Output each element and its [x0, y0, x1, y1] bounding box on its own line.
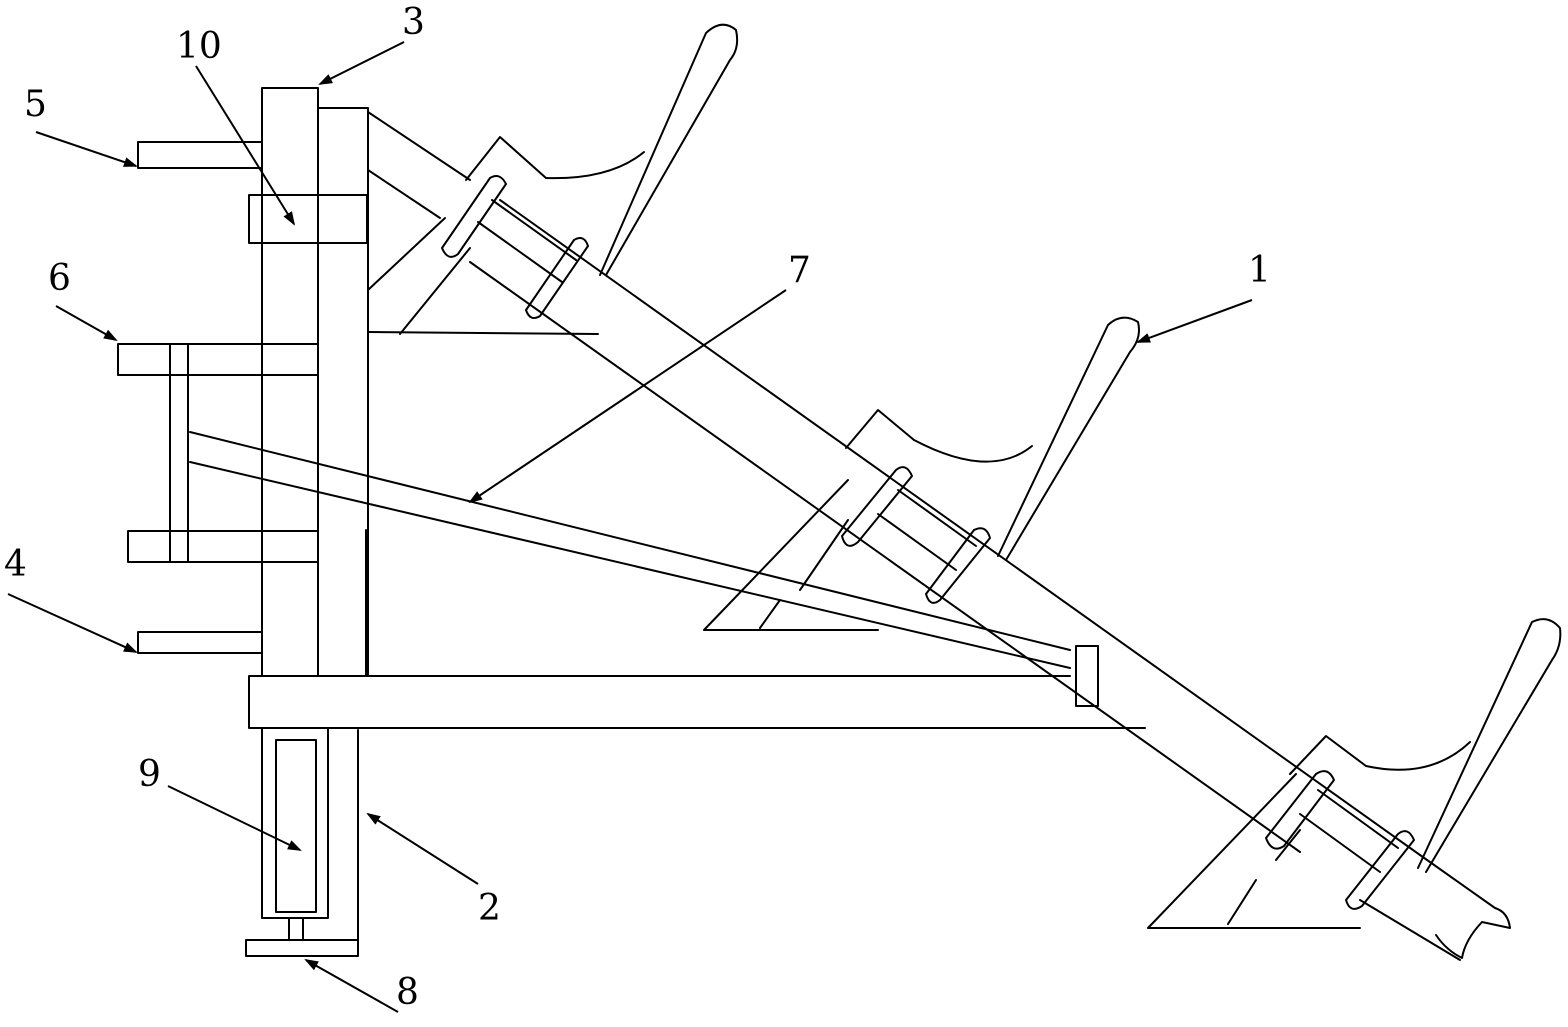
leader-4 [8, 594, 136, 652]
cylinder-body [262, 728, 328, 918]
shovel-bot-curve [1366, 742, 1470, 770]
callout-label-7: 7 [788, 250, 811, 291]
gang-bar-end-lower [1360, 900, 1460, 960]
leader-3 [320, 42, 404, 84]
callout-label-8: 8 [396, 972, 419, 1013]
shovel-mid-curve [914, 440, 1032, 462]
column-right-bar [318, 108, 368, 676]
callout-label-1: 1 [1248, 250, 1271, 291]
shovel-top-mount [466, 137, 546, 180]
shovel-top-blade [600, 25, 737, 275]
shovel-mid-base [704, 480, 878, 630]
plate-bottom [138, 632, 262, 653]
strut-end-block [1076, 646, 1098, 706]
shovel-bot-collar [1266, 771, 1414, 909]
shovel-bot-mount [1290, 736, 1366, 774]
machine-frame [118, 88, 1145, 956]
callout-labels: 1 2 3 4 5 6 7 8 9 10 [4, 2, 1271, 1013]
shovel-mid-collar [842, 467, 990, 603]
post-lower [358, 530, 366, 942]
clamp-block [249, 195, 367, 243]
plate-mid-lower [128, 531, 318, 562]
leader-7 [470, 290, 786, 502]
callout-label-2: 2 [478, 888, 501, 929]
plate-mid-upper [118, 344, 318, 375]
column-left-bar [262, 88, 318, 676]
main-beam [249, 676, 1145, 728]
shovel-top-curve [546, 152, 644, 178]
callout-label-6: 6 [48, 258, 71, 299]
gang-bar-end-cap [1420, 855, 1510, 958]
callout-label-4: 4 [4, 544, 27, 585]
diagonal-strut [190, 432, 1070, 668]
gang-bar-upper-edge [500, 200, 1420, 855]
leader-10 [196, 66, 294, 224]
plate-top [138, 142, 262, 168]
upper-brace [368, 112, 598, 334]
cylinder-rod [289, 918, 303, 940]
callout-leaders [8, 42, 1252, 1012]
leader-6 [56, 306, 116, 340]
leader-5 [36, 132, 136, 166]
foot-plate [246, 940, 358, 956]
leader-2 [368, 814, 478, 884]
gang-bar [470, 200, 1510, 960]
shovel-bot-blade [1418, 619, 1560, 872]
leader-1 [1138, 300, 1252, 342]
callout-label-5: 5 [24, 84, 47, 125]
leader-9 [168, 786, 300, 850]
shovel-unit-bottom [1148, 619, 1560, 928]
shovel-mid-mount [846, 410, 914, 448]
callout-label-9: 9 [138, 754, 161, 795]
leader-8 [306, 960, 398, 1012]
shovel-mid-blade [998, 318, 1139, 560]
plate-mid-uprights [170, 344, 188, 562]
cylinder-bore [276, 740, 316, 912]
callout-label-3: 3 [402, 2, 425, 43]
callout-label-10: 10 [176, 26, 222, 67]
